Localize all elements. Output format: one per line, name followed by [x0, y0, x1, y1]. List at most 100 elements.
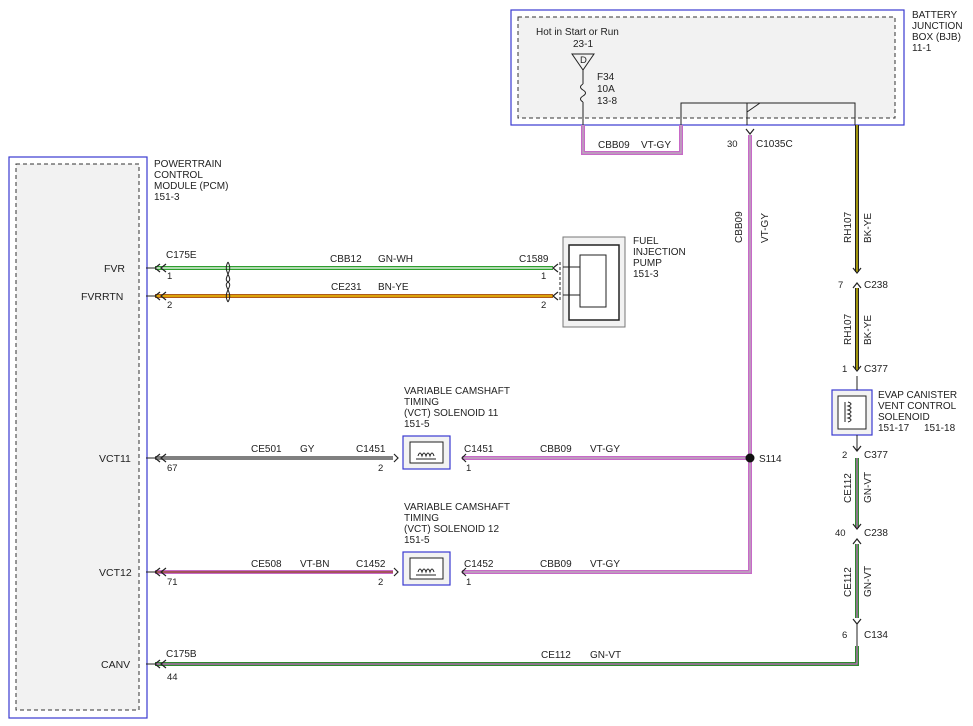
connector-c175e: C175E [166, 250, 197, 261]
evap-ref-left: 151-17 [878, 423, 910, 434]
vct-solenoid-12 [402, 551, 451, 586]
connector-c1452-right: C1452 [464, 559, 494, 570]
wire-ce112-a-circuit: CE112 [843, 473, 854, 503]
splice-s114 [745, 453, 755, 463]
vct12-label: VARIABLE CAMSHAFT TIMING (VCT) SOLENOID … [404, 502, 510, 546]
vct11-label-line-2: TIMING [404, 397, 439, 408]
vct11-label-line-4: 151-5 [404, 419, 430, 430]
connector-c377-top: C377 [864, 364, 888, 375]
evap-label-line-3: SOLENOID [878, 412, 930, 423]
wire-ce112-b-circuit: CE112 [843, 567, 854, 597]
evap-label: EVAP CANISTER VENT CONTROL SOLENOID 151-… [878, 390, 957, 434]
pin-c238-bottom: 40 [835, 528, 846, 539]
connector-chevrons [154, 128, 862, 669]
pin-vct11-right: 1 [466, 463, 471, 474]
wire-ce501-circuit: CE501 [251, 444, 282, 455]
wire-rh107-b-circuit: RH107 [843, 313, 854, 345]
vct12-label-line-3: (VCT) SOLENOID 12 [404, 524, 499, 535]
wire-cbb12-circuit: CBB12 [330, 254, 362, 265]
pcm-label-line-1: POWERTRAIN [154, 159, 222, 170]
coil-icon [417, 452, 435, 458]
bjb-internal-bus [680, 102, 856, 125]
fuel-pump-label-line-3: PUMP [633, 258, 662, 269]
wire-ce112-canv [155, 646, 859, 666]
coil-icon [846, 401, 852, 423]
pcm-signal-fvr: FVR [104, 263, 125, 275]
connector-c1452-left: C1452 [356, 559, 386, 570]
wire-rh107-a-color: BK-YE [863, 213, 874, 243]
connector-c1451-left: C1451 [356, 444, 386, 455]
fuel-pump-label-line-4: 151-3 [633, 269, 659, 280]
pin-vct11-pcm: 67 [167, 463, 178, 474]
twisted-pair-symbol [225, 261, 231, 303]
pin-c238-top: 7 [838, 280, 843, 291]
pin-bjb-30: 30 [727, 139, 738, 150]
pcm-label-line-2: CONTROL [154, 170, 203, 181]
wire-ce112-b-color: GN-VT [863, 566, 874, 597]
pin-c377-bottom: 2 [842, 450, 847, 461]
wire-cbb09-vct12 [462, 458, 752, 574]
bjb-label-line-2: JUNCTION [912, 21, 963, 32]
wire-cbb09-vct12-circuit: CBB09 [540, 559, 572, 570]
wire-cbb09-fuse-color: VT-GY [641, 140, 671, 151]
pin-vct12-pcm: 71 [167, 577, 178, 588]
wire-rh107-a-circuit: RH107 [843, 211, 854, 243]
wire-ce508-circuit: CE508 [251, 559, 282, 570]
wire-ce112-canv-color: GN-VT [590, 650, 621, 661]
fuel-pump-label-line-2: INJECTION [633, 247, 686, 258]
vct11-label-line-1: VARIABLE CAMSHAFT [404, 386, 510, 397]
vct11-label-line-3: (VCT) SOLENOID 11 [404, 408, 499, 419]
bjb-label-line-1: BATTERY [912, 10, 958, 21]
pin-canv-pcm: 44 [167, 672, 178, 683]
wire-cbb12-color: GN-WH [378, 254, 413, 265]
connector-c1451-right: C1451 [464, 444, 494, 455]
vct11-label: VARIABLE CAMSHAFT TIMING (VCT) SOLENOID … [404, 386, 510, 430]
wire-cbb09-vertical-circuit: CBB09 [734, 211, 745, 243]
fuel-pump-label: FUEL INJECTION PUMP 151-3 [633, 236, 686, 280]
wire-cbb09-vct11-color: VT-GY [590, 444, 620, 455]
fuel-injection-pump [562, 236, 626, 328]
bjb-label: BATTERY JUNCTION BOX (BJB) 11-1 [912, 10, 963, 54]
coil-icon [417, 568, 435, 574]
vct12-label-line-4: 151-5 [404, 535, 430, 546]
wire-cbb09-fuse-circuit: CBB09 [598, 140, 630, 151]
pin-fvr-pump: 1 [541, 271, 546, 282]
pcm-label: POWERTRAIN CONTROL MODULE (PCM) 151-3 [154, 159, 228, 203]
pin-vct12-right: 1 [466, 577, 471, 588]
power-source-symbol [571, 53, 595, 71]
fuel-pump-label-line-1: FUEL [633, 236, 659, 247]
pin-fvrrtn-pump: 2 [541, 300, 546, 311]
wire-cbb09-fuse [581, 125, 683, 155]
pcm-label-line-3: MODULE (PCM) [154, 181, 228, 192]
vct12-label-line-2: TIMING [404, 513, 439, 524]
bjb-label-line-3: BOX (BJB) [912, 32, 961, 43]
pin-fvr-pcm: 1 [167, 271, 172, 282]
pin-c134: 6 [842, 630, 847, 641]
wire-cbb09-vct12-color: VT-GY [590, 559, 620, 570]
vct12-label-line-1: VARIABLE CAMSHAFT [404, 502, 510, 513]
fuse-rating: 10A [597, 84, 615, 95]
wire-rh107-b-color: BK-YE [863, 315, 874, 345]
connector-c377-bottom: C377 [864, 450, 888, 461]
hot-ref-label: 23-1 [573, 39, 593, 50]
wire-ce501-color: GY [300, 444, 315, 455]
pin-c377-top: 1 [842, 364, 847, 375]
bjb-internal: Hot in Start or Run 23-1 D F34 10A 13-8 [536, 27, 856, 125]
wire-ce508-color: VT-BN [300, 559, 329, 570]
pcm-signal-vct12: VCT12 [99, 567, 132, 579]
fuse-f34-symbol [580, 83, 586, 103]
d-label: D [580, 55, 587, 66]
pin-vct12-left: 2 [378, 577, 383, 588]
connector-c134: C134 [864, 630, 888, 641]
bjb-label-line-4: 11-1 [912, 43, 932, 54]
wire-cbb09-vct11-circuit: CBB09 [540, 444, 572, 455]
evap-canister-solenoid [831, 389, 873, 436]
pcm-label-line-4: 151-3 [154, 192, 180, 203]
evap-label-line-2: VENT CONTROL [878, 401, 957, 412]
wire-ce112-a-color: GN-VT [863, 472, 874, 503]
connector-c175b: C175B [166, 649, 197, 660]
wire-ce231-color: BN-YE [378, 282, 409, 293]
hot-in-start-run-label: Hot in Start or Run [536, 27, 619, 38]
pin-fvrrtn-pcm: 2 [167, 300, 172, 311]
pcm-signal-canv: CANV [101, 659, 130, 671]
